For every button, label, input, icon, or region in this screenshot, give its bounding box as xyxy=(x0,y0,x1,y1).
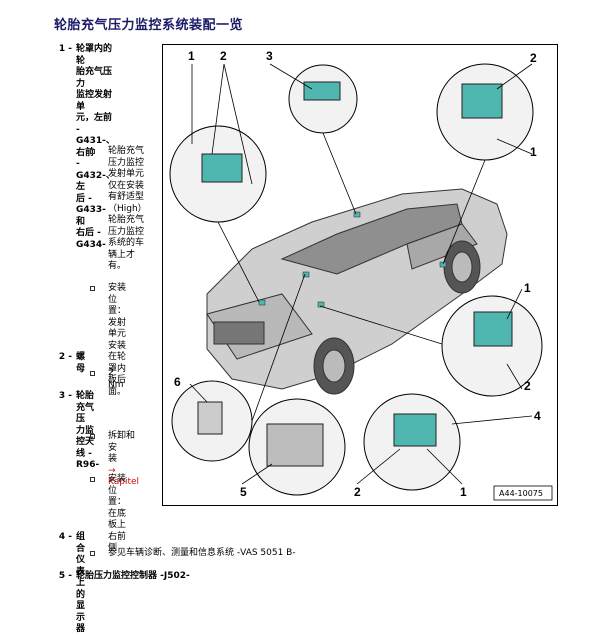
callout-label: 2 xyxy=(220,49,227,63)
item-number: 3 - xyxy=(58,391,72,401)
callout-label: 1 xyxy=(188,49,195,63)
car-illustration xyxy=(206,188,508,395)
callout-label: 2 xyxy=(530,51,537,65)
bullet-icon xyxy=(90,477,95,482)
bullet-icon xyxy=(90,551,95,556)
page-title: 轮胎充气压力监控系统装配一览 xyxy=(54,18,244,33)
sub-item-text: 安装位 置：发射 单元安装 在轮罩内 板后面。 xyxy=(108,283,127,397)
item-text: 组合仪表上的显示器 xyxy=(76,532,86,634)
sub-item-text: 2 Nm xyxy=(108,368,124,390)
callout-label: 1 xyxy=(460,485,467,499)
bullet-icon xyxy=(90,434,95,439)
sub-item-text: 拆卸和安 装 xyxy=(108,431,136,464)
callout-label: 2 xyxy=(354,485,361,499)
callout-label: 5 xyxy=(240,485,247,499)
item-number: 1 - xyxy=(58,44,72,54)
item-text: 螺母 xyxy=(76,352,86,374)
callout-label: 6 xyxy=(174,375,181,389)
callout-label: 4 xyxy=(534,409,541,423)
item-text: 轮胎充气压 力监控天线 - R96- xyxy=(76,391,100,470)
callout-label: 1 xyxy=(524,281,531,295)
item-text: 轮罩内的轮 胎充气压力 监控发射单 元，左前 - G431-、右前 -G432-… xyxy=(76,44,115,250)
bullet-icon xyxy=(90,371,95,376)
bullet-icon xyxy=(90,149,95,154)
item-number: 4 - xyxy=(58,532,72,542)
callout-label: 3 xyxy=(266,49,273,63)
item-number: 5 - xyxy=(58,571,72,581)
item-text: 轮胎压力监控控制器 -J502- xyxy=(76,571,190,581)
assembly-diagram: 1 2 3 2 1 1 2 6 4 5 2 1 A44-10075 xyxy=(162,44,558,506)
callout-label: 1 xyxy=(530,145,537,159)
chapter-link[interactable]: → Kapitel xyxy=(108,465,140,488)
bullet-icon xyxy=(90,286,95,291)
figure-reference: A44-10075 xyxy=(499,489,543,498)
sub-item-text: 安装位 置：在底 板上右前 侧 xyxy=(108,474,127,553)
callout-label: 2 xyxy=(524,379,531,393)
leader-lines xyxy=(189,63,533,485)
item-number: 2 - xyxy=(58,352,72,362)
sensor-markers xyxy=(258,211,447,308)
callout-labels: 1 2 3 2 1 1 2 6 4 5 2 1 xyxy=(174,49,541,499)
detail-views xyxy=(169,63,543,496)
sub-item-text: 参见车辆诊断、测量和信息系统 -VAS 5051 B- xyxy=(108,548,296,558)
sub-item-text: 轮胎充气 压力监控 发射单元 仅在安装 有舒适型 （High） 轮胎充气 压力监… xyxy=(108,146,147,271)
